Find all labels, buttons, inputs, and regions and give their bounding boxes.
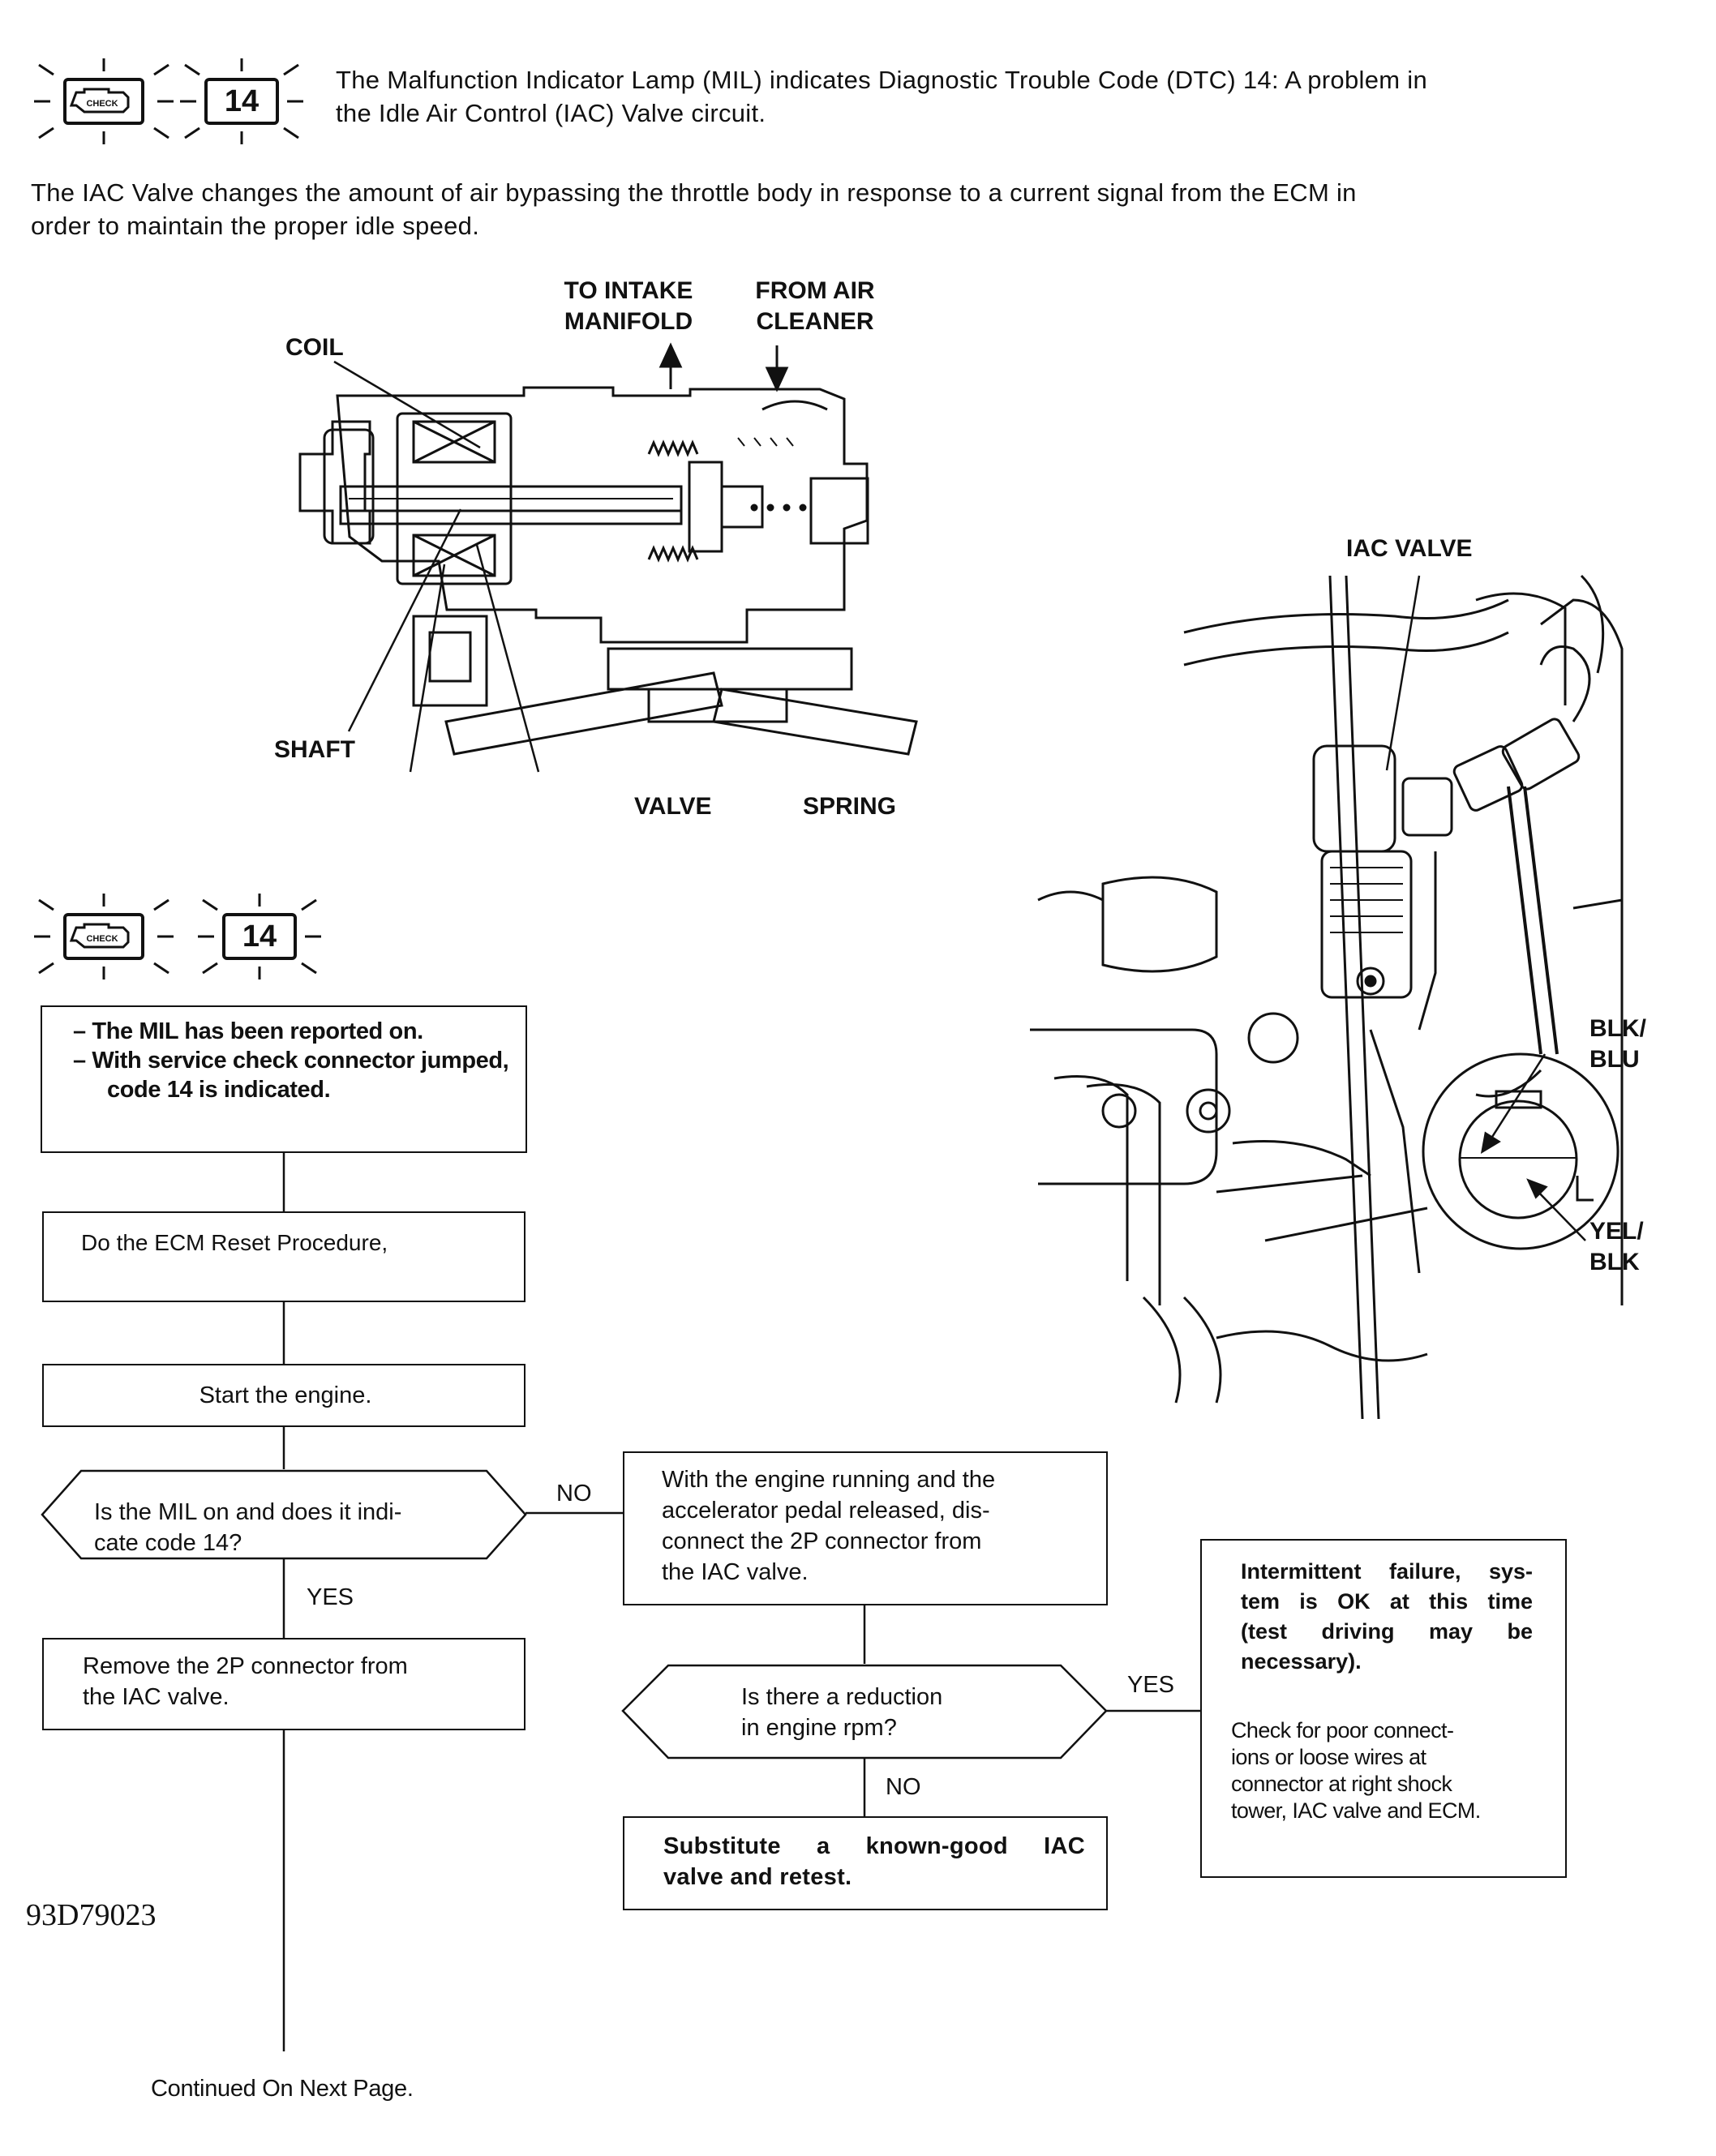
label-valve: VALVE <box>634 793 712 820</box>
dtc-code-text: 14 <box>224 84 260 118</box>
yes-label-2: YES <box>1127 1672 1175 1698</box>
intro-text-line1: The Malfunction Indicator Lamp (MIL) ind… <box>336 66 1428 94</box>
description-text-line1: The IAC Valve changes the amount of air … <box>31 178 1357 207</box>
svg-text:CHECK: CHECK <box>86 99 118 109</box>
svg-text:CHECK: CHECK <box>86 934 118 944</box>
flowchart-decision-mil-code <box>41 1469 527 1560</box>
flowchart-start-engine-box: Start the engine. <box>42 1364 526 1427</box>
label-iac-valve: IAC VALVE <box>1346 535 1473 562</box>
disconnect-step-text: With the engine running and the accelera… <box>662 1467 996 1585</box>
flowchart-start-box: – The MIL has been reported on. – With s… <box>41 1005 527 1153</box>
flowchart-intermittent-box: Intermittent failure, sys- tem is OK at … <box>1200 1539 1567 1878</box>
no-label-2: NO <box>886 1774 921 1800</box>
flowchart-dtc-code-badge <box>198 894 321 979</box>
start-engine-text: Start the engine. <box>199 1382 372 1408</box>
yes-label-1: YES <box>307 1584 354 1610</box>
label-blk-blu: BLK/BLU <box>1589 1015 1646 1073</box>
start-condition-1: – The MIL has been reported on. <box>73 1018 423 1044</box>
intro-text-line2: the Idle Air Control (IAC) Valve circuit… <box>336 99 766 127</box>
no-label-1: NO <box>556 1481 592 1507</box>
substitute-step-text: Substitute a known-good IAC valve and re… <box>663 1833 1085 1890</box>
description-text-line2: order to maintain the proper idle speed. <box>31 212 480 240</box>
flowchart-dtc-code-text: 14 <box>242 919 277 954</box>
decision-1-text: Is the MIL on and does it indi-cate code… <box>94 1499 402 1556</box>
reset-step-text: Do the ECM Reset Procedure, <box>81 1230 388 1255</box>
dtc-code-badge <box>180 58 303 144</box>
engine-bay-illustration <box>1030 574 1624 1420</box>
iac-valve-cross-section <box>298 342 918 773</box>
continued-note: Continued On Next Page. <box>151 2076 414 2102</box>
flowchart-decision-rpm <box>621 1664 1108 1760</box>
flowchart-reset-box: Do the ECM Reset Procedure, <box>42 1211 526 1302</box>
flowchart-disconnect-box: With the engine running and the accelera… <box>623 1451 1108 1605</box>
flowchart-substitute-box: Substitute a known-good IAC valve and re… <box>623 1816 1108 1910</box>
mil-check-engine-icon: CHECK <box>34 58 174 144</box>
check-connections-text: Check for poor connect- ions or loose wi… <box>1231 1718 1481 1823</box>
start-condition-2: – With service check connector jumped, c… <box>73 1048 509 1103</box>
document-id: 93D79023 <box>26 1898 157 1932</box>
label-shaft: SHAFT <box>274 736 355 763</box>
label-spring: SPRING <box>803 793 897 820</box>
intermittent-text: Intermittent failure, sys- tem is OK at … <box>1241 1559 1533 1674</box>
label-yel-blk: YEL/BLK <box>1589 1218 1644 1275</box>
flowchart-mil-check-engine-icon: CHECK <box>34 894 174 979</box>
label-coil: COIL <box>285 334 344 361</box>
